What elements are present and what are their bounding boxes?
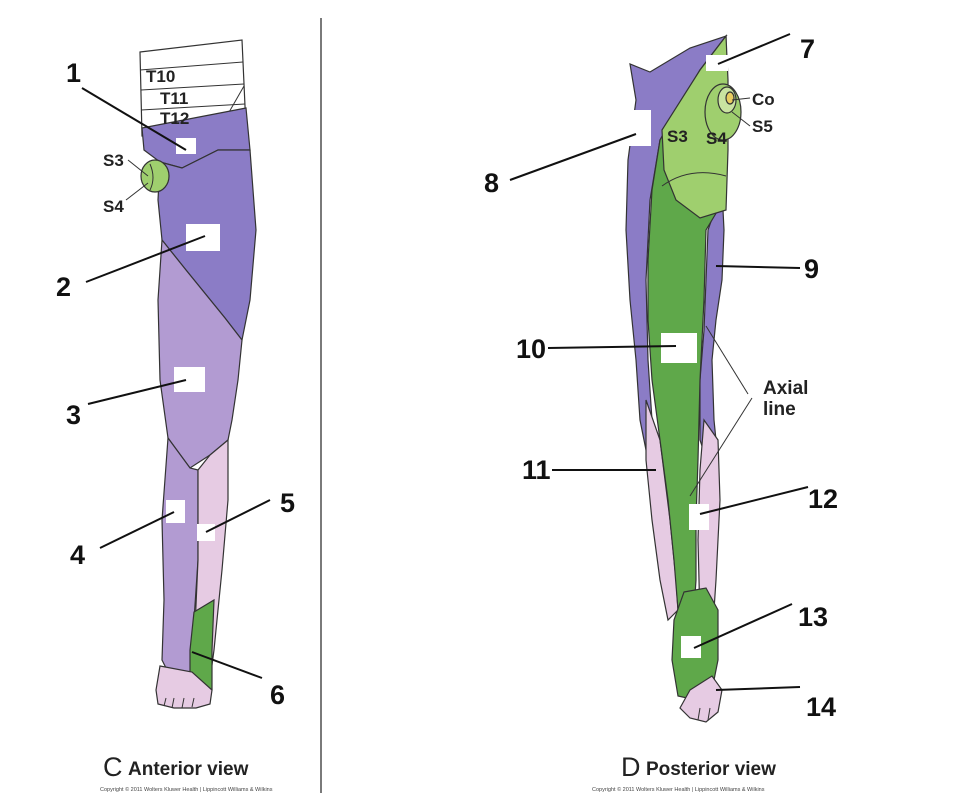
callout-14: 14 xyxy=(806,692,836,722)
posterior-copyright: Copyright © 2011 Wolters Kluwer Health |… xyxy=(592,786,765,793)
blank-box-12 xyxy=(689,504,709,530)
axial-line-leader-lower xyxy=(689,397,753,497)
posterior-dermatome-s5: S5 xyxy=(752,117,773,136)
axial-line-label-line1: Axial xyxy=(763,378,808,399)
blank-box-13 xyxy=(681,636,701,658)
posterior-foot xyxy=(679,675,723,723)
dermatome-label-s4: S4 xyxy=(103,197,124,216)
callout-4: 4 xyxy=(70,540,85,570)
blank-box-8 xyxy=(627,110,651,146)
posterior-leader-lines xyxy=(509,33,809,691)
callout-6: 6 xyxy=(270,680,285,710)
anterior-leader-lines xyxy=(81,87,271,679)
buttock-s3-region xyxy=(661,34,729,219)
callout-5: 5 xyxy=(280,488,295,518)
posterior-dermatome-co: Co xyxy=(752,90,775,109)
anterior-leg: T10 T11 T12 S3 S4 xyxy=(103,39,257,709)
posterior-view-letter: D xyxy=(621,752,641,782)
anterior-view-letter: C xyxy=(103,752,123,782)
posterior-leg: S3 S4 Co S5 Axial line xyxy=(625,34,808,723)
callout-8: 8 xyxy=(484,168,499,198)
anterior-foot xyxy=(155,665,213,709)
axial-line-leader-upper xyxy=(705,325,749,395)
callout-7: 7 xyxy=(800,34,815,64)
blank-box-4 xyxy=(166,500,185,523)
dermatome-label-s3: S3 xyxy=(103,151,124,170)
axial-line-label-line2: line xyxy=(763,399,796,420)
blank-box-1 xyxy=(176,138,196,154)
posterior-dermatome-s3: S3 xyxy=(667,127,688,146)
callout-1: 1 xyxy=(66,58,81,88)
blank-box-10 xyxy=(661,333,697,363)
posterior-dermatome-s4: S4 xyxy=(706,129,727,148)
anterior-copyright: Copyright © 2011 Wolters Kluwer Health |… xyxy=(100,786,273,793)
callout-11: 11 xyxy=(522,455,551,485)
segment-label-t12: T12 xyxy=(160,109,189,128)
callout-12: 12 xyxy=(808,484,838,514)
callout-2: 2 xyxy=(56,272,71,302)
genital-s3-s4-region xyxy=(140,159,170,193)
callout-9: 9 xyxy=(804,254,819,284)
callout-13: 13 xyxy=(798,602,828,632)
blank-box-7 xyxy=(706,55,728,71)
segment-label-t10: T10 xyxy=(146,67,175,86)
posterior-view-title: Posterior view xyxy=(646,759,776,780)
callout-3: 3 xyxy=(66,400,81,430)
callout-10: 10 xyxy=(516,334,546,364)
co-region xyxy=(725,91,735,105)
anterior-view-title: Anterior view xyxy=(128,759,249,780)
blank-box-3 xyxy=(174,367,205,392)
segment-label-t11: T11 xyxy=(160,89,188,108)
blank-box-5 xyxy=(197,524,215,541)
